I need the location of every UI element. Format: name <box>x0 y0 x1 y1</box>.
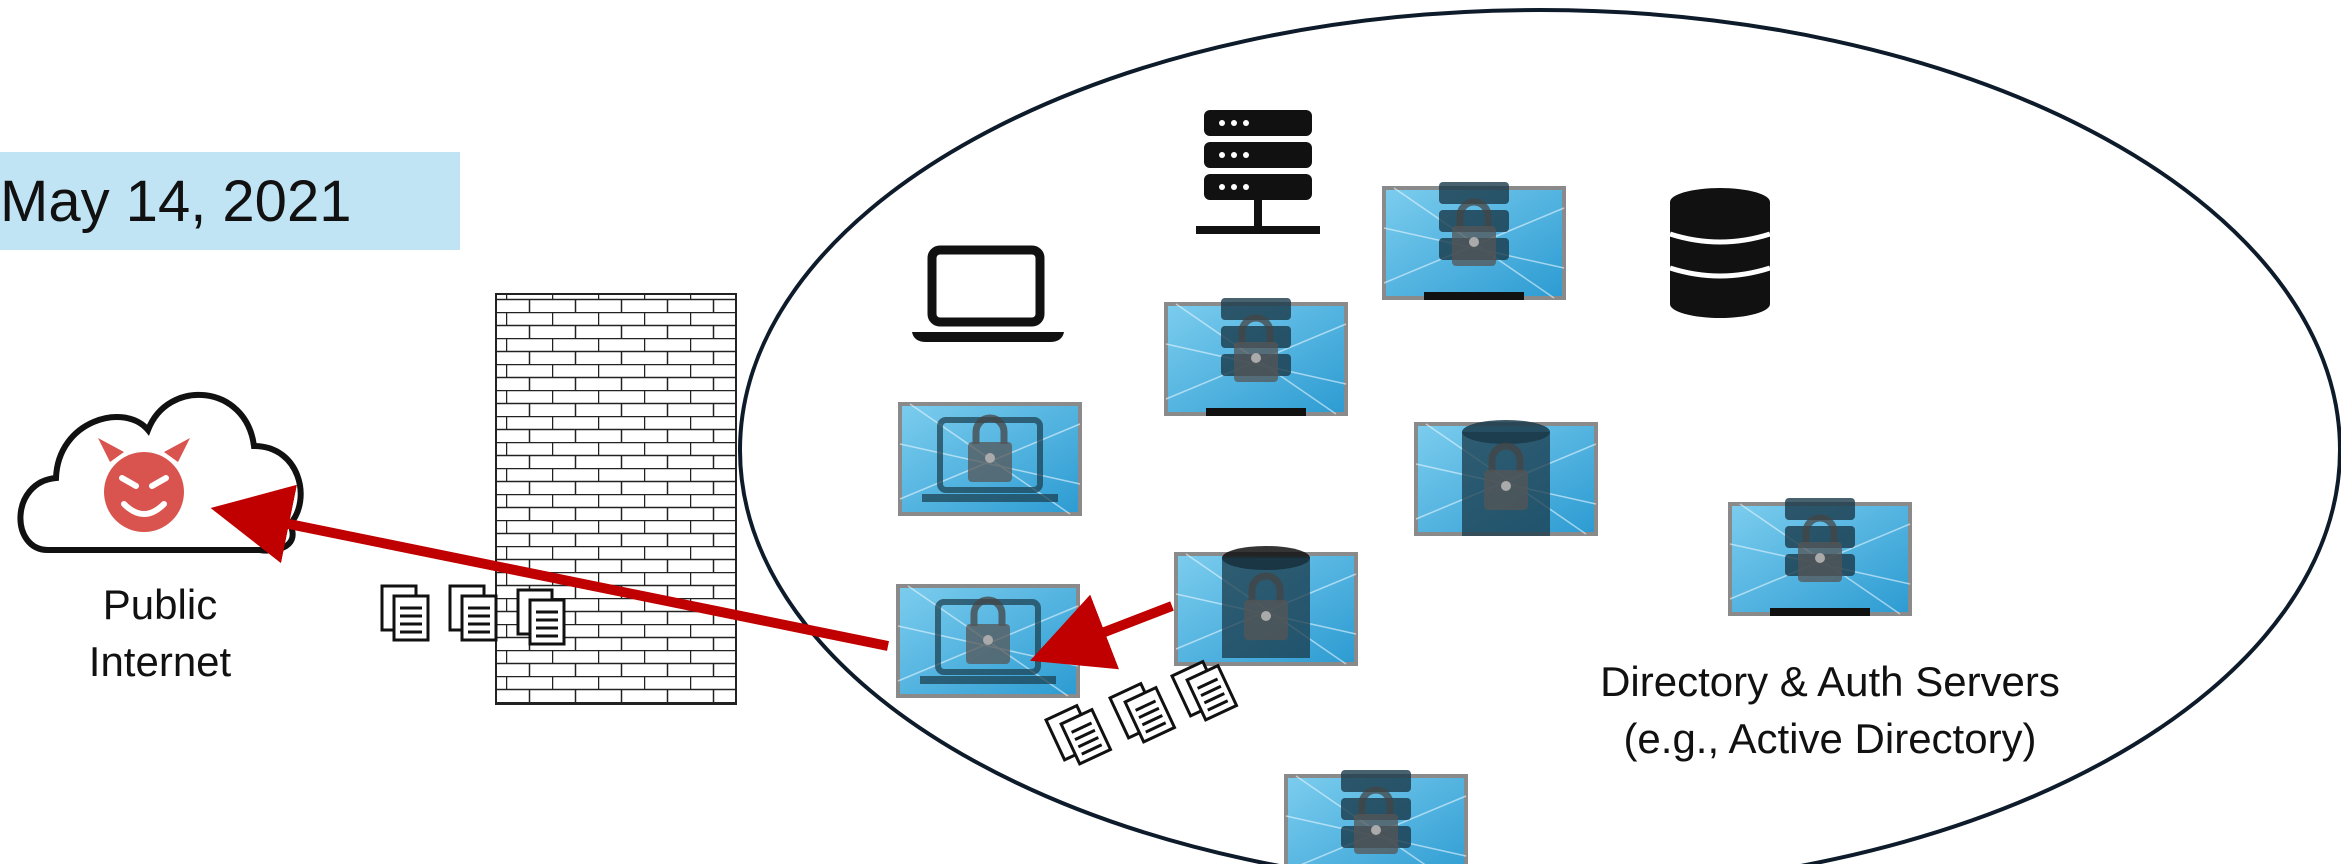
public-internet-line-1: Public <box>102 581 218 628</box>
public-internet-label: Public Internet <box>60 576 260 690</box>
public-internet-line-2: Internet <box>88 638 232 685</box>
document-stack-icon <box>380 584 566 646</box>
exfiltration-arrow <box>210 484 889 651</box>
date-label: May 14, 2021 <box>0 169 352 234</box>
ransomware-lock-screen-icon <box>1174 546 1358 666</box>
ransomware-lock-screen-icon <box>1284 770 1468 864</box>
ransomware-lock-screen-icon <box>896 584 1080 698</box>
directory-auth-line-2: (e.g., Active Directory) <box>1623 715 2037 762</box>
date-banner <box>0 152 460 250</box>
ransomware-lock-screen-icon <box>1414 420 1598 536</box>
database-icon <box>1669 188 1771 318</box>
internal-network-boundary <box>738 8 2341 864</box>
ransomware-lock-screen-icon <box>1382 182 1566 300</box>
ransomware-lock-screen-icon <box>898 402 1082 516</box>
laptop-icon <box>912 245 1064 342</box>
ransomware-lock-screen-icon <box>1728 498 1912 616</box>
ransomware-lock-screen-icon <box>1164 298 1348 416</box>
document-stack-icon <box>1044 659 1239 766</box>
server-rack-icon <box>1196 110 1320 234</box>
directory-auth-line-1: Directory & Auth Servers <box>1600 658 2060 705</box>
directory-auth-label: Directory & Auth Servers (e.g., Active D… <box>1540 653 2120 767</box>
exfiltration-arrow <box>1030 594 1174 670</box>
devil-face-icon <box>98 438 190 532</box>
